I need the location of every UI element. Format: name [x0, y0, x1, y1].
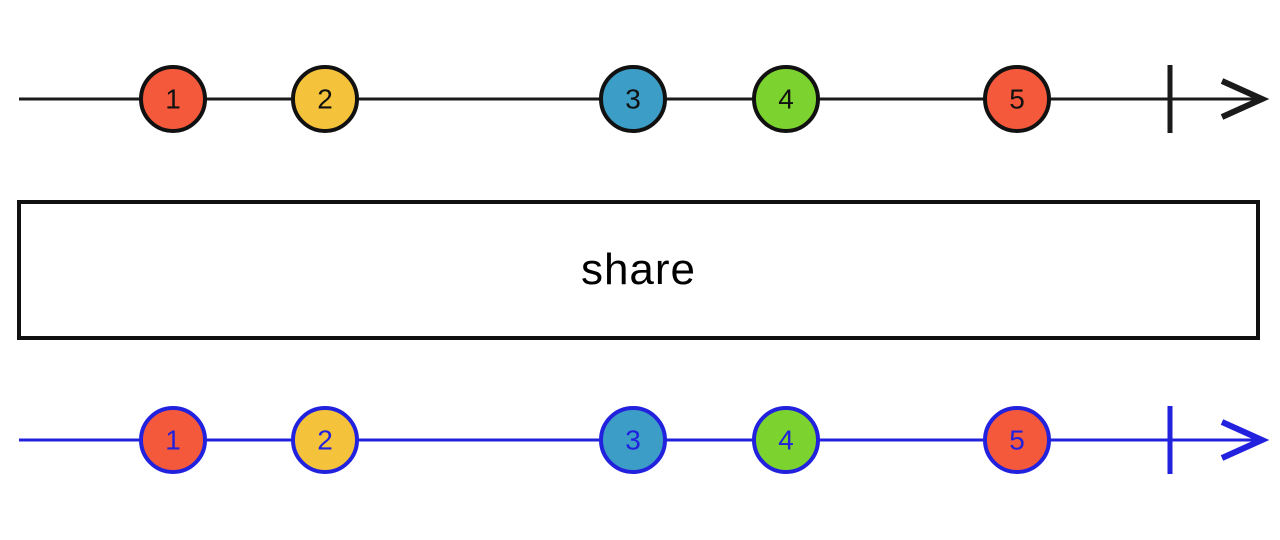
output-timeline-marble: [752, 406, 820, 474]
source-timeline-marble: [983, 65, 1051, 133]
source-timeline-arrowhead-icon: [1220, 78, 1270, 120]
output-timeline-marble-label: 2: [317, 425, 333, 456]
source-timeline-marble: [752, 65, 820, 133]
operator-box: share: [17, 200, 1260, 340]
source-timeline-marble-label: 2: [317, 84, 333, 115]
source-timeline-marble-label: 1: [165, 84, 181, 115]
output-timeline-marble: [139, 406, 207, 474]
source-timeline-marble: [291, 65, 359, 133]
output-timeline-arrowhead-icon: [1220, 419, 1270, 461]
output-timeline-marble-label: 5: [1009, 425, 1025, 456]
output-timeline-marble-label: 3: [625, 425, 641, 456]
operator-label: share: [580, 245, 697, 294]
output-timeline-marble: [599, 406, 667, 474]
output-timeline-marble-label: 4: [778, 425, 794, 456]
source-timeline-marble-label: 4: [778, 84, 794, 115]
source-timeline-marble-label: 3: [625, 84, 641, 115]
source-timeline-marble: [139, 65, 207, 133]
source-timeline-marble: [599, 65, 667, 133]
output-timeline-marble: [291, 406, 359, 474]
source-timeline-marble-label: 5: [1009, 84, 1025, 115]
output-timeline-marble-label: 1: [165, 425, 181, 456]
output-timeline-marble: [983, 406, 1051, 474]
